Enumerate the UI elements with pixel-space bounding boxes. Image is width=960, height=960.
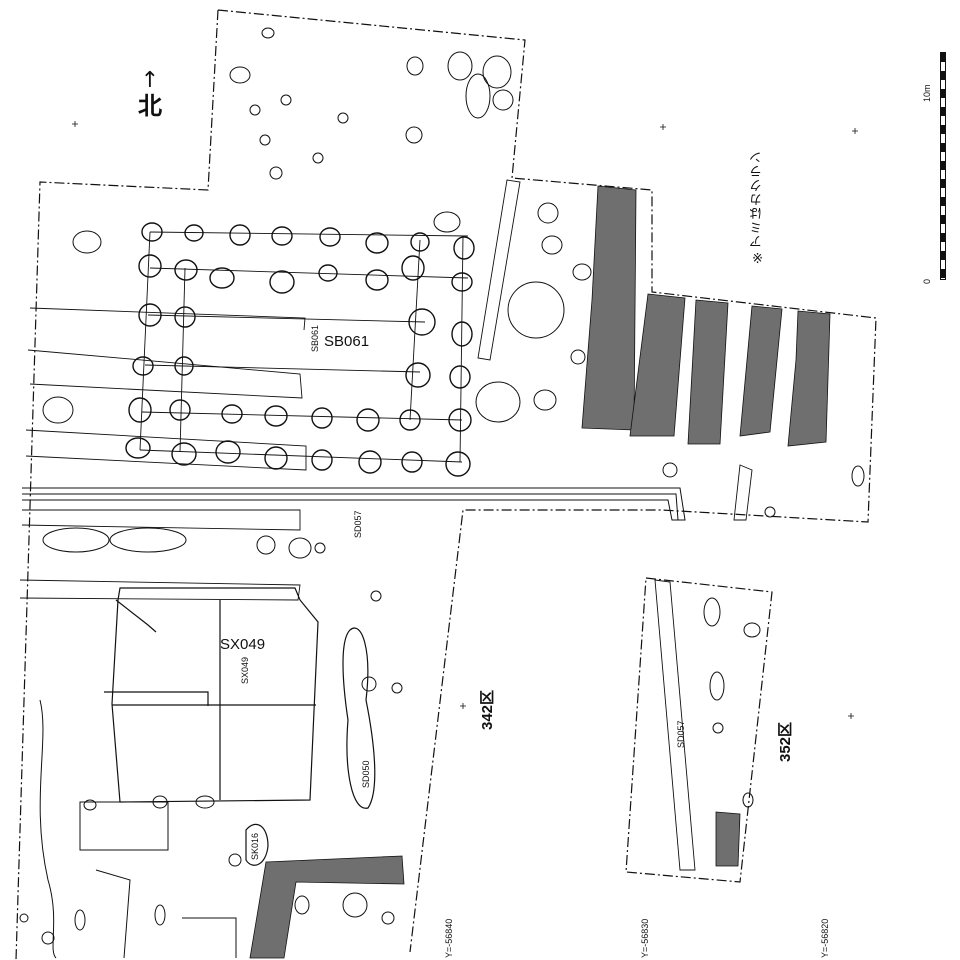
label-sd057-upper: SD057	[353, 510, 363, 538]
grid-label-y-56840: Y=-56840	[444, 918, 454, 958]
disturbance-strip-4	[739, 305, 783, 437]
grid-label-y-56830: Y=-56830	[640, 918, 650, 958]
grid-label-y-56820: Y=-56820	[820, 918, 830, 958]
boundary-north-extension	[217, 9, 877, 953]
label-sx049-small: SX049	[240, 656, 250, 684]
sk016-pit	[245, 823, 269, 866]
boundary-352	[625, 577, 773, 883]
grid-crosses	[72, 121, 858, 719]
sd050-pit	[342, 627, 376, 809]
disturbance-strip-1	[581, 185, 637, 431]
disturbance-sk	[715, 811, 741, 867]
sb061-postholes	[125, 222, 475, 477]
linear-trenches	[19, 179, 753, 871]
north-label: 北	[138, 92, 162, 120]
disturbance-areas	[249, 185, 831, 959]
sb061-post-grid	[139, 231, 469, 463]
sd057-ditch	[22, 487, 686, 521]
label-area-342: 342区	[479, 689, 496, 730]
disturbance-strip-2	[629, 293, 686, 437]
sx049-structure	[104, 587, 319, 803]
scale-bar: 10m 0	[914, 40, 954, 284]
north-arrow: ↑ 北	[130, 70, 170, 136]
disturbance-strip-5	[787, 310, 831, 447]
legend-note: ※アミはカクラン	[750, 150, 765, 264]
disturbance-south	[249, 855, 405, 959]
label-area-352: 352区	[777, 721, 794, 762]
label-sd057-lower: SD057	[676, 720, 686, 748]
sw-features	[19, 699, 237, 959]
scale-zero-label: 0	[922, 278, 932, 284]
disturbance-strip-3	[687, 299, 729, 445]
label-sb061-small: SB061	[310, 324, 320, 352]
boundary-main-west	[15, 9, 219, 960]
label-sd050: SD050	[361, 760, 371, 788]
north-arrow-icon: ↑	[140, 68, 160, 93]
label-sx049: SX049	[220, 636, 266, 653]
label-sb061: SB061	[324, 333, 370, 350]
scale-bar-graphic	[940, 52, 946, 280]
scattered-pits	[42, 27, 865, 925]
scale-max-label: 10m	[922, 84, 932, 102]
label-sk016: SK016	[250, 832, 260, 860]
